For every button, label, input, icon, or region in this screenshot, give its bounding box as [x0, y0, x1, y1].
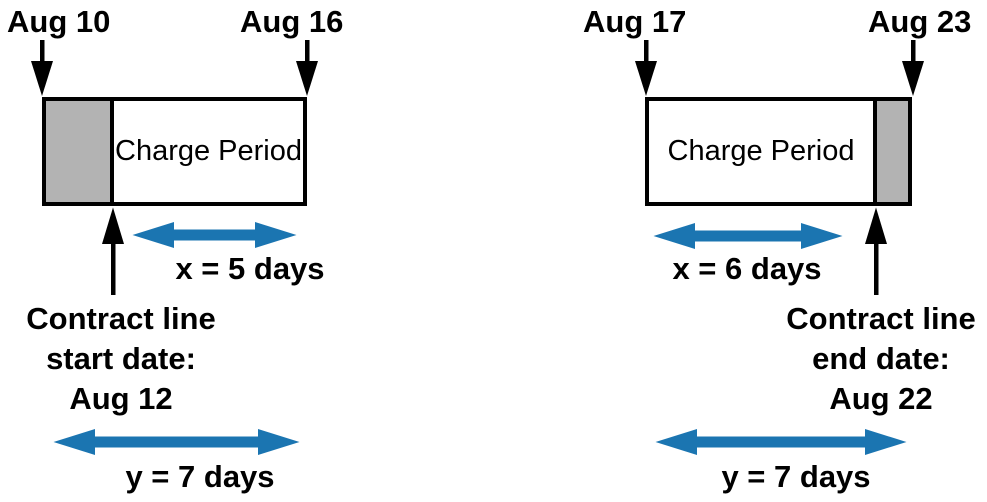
contract-caption-line-1: Contract line [26, 301, 216, 336]
unused-period-segment [873, 101, 908, 202]
left-charge-period-diagram: Aug 10 Aug 16 Charge Period x = 5 day [0, 0, 400, 502]
contract-caption-line-1: Contract line [786, 301, 976, 336]
charge-period-box: Charge Period [42, 97, 307, 206]
contract-caption-line-3: Aug 22 [829, 381, 933, 416]
contract-date-caption: Contract line start date: Aug 12 [11, 299, 231, 419]
y-span-arrow-icon [655, 429, 907, 455]
period-end-arrow-icon [296, 40, 318, 96]
contract-caption-line-2: end date: [812, 341, 950, 376]
unused-period-segment [46, 101, 114, 202]
contract-date-caption: Contract line end date: Aug 22 [771, 299, 987, 419]
period-start-arrow-icon [31, 40, 53, 96]
y-span-arrow-icon [53, 429, 300, 455]
contract-start-arrow-icon [102, 207, 124, 295]
period-start-date-label: Aug 10 [7, 4, 111, 39]
contract-end-arrow-icon [865, 207, 887, 295]
period-start-arrow-icon [635, 40, 657, 96]
charge-period-box: Charge Period [645, 97, 912, 206]
x-span-label: x = 6 days [672, 251, 822, 286]
x-span-arrow-icon [653, 223, 843, 249]
right-charge-period-diagram: Aug 17 Aug 23 Charge Period x = 6 days [560, 0, 987, 502]
contract-caption-line-2: start date: [46, 341, 196, 376]
period-end-date-label: Aug 16 [240, 4, 344, 39]
y-span-label: y = 7 days [721, 459, 871, 494]
x-span-arrow-icon [132, 222, 297, 248]
y-span-label: y = 7 days [125, 459, 275, 494]
contract-caption-line-3: Aug 12 [69, 381, 173, 416]
period-end-arrow-icon [902, 40, 924, 96]
x-span-label: x = 5 days [175, 251, 325, 286]
charge-period-label: Charge Period [667, 135, 855, 167]
charge-period-label: Charge Period [115, 135, 302, 167]
period-start-date-label: Aug 17 [583, 4, 687, 39]
period-end-date-label: Aug 23 [868, 4, 972, 39]
